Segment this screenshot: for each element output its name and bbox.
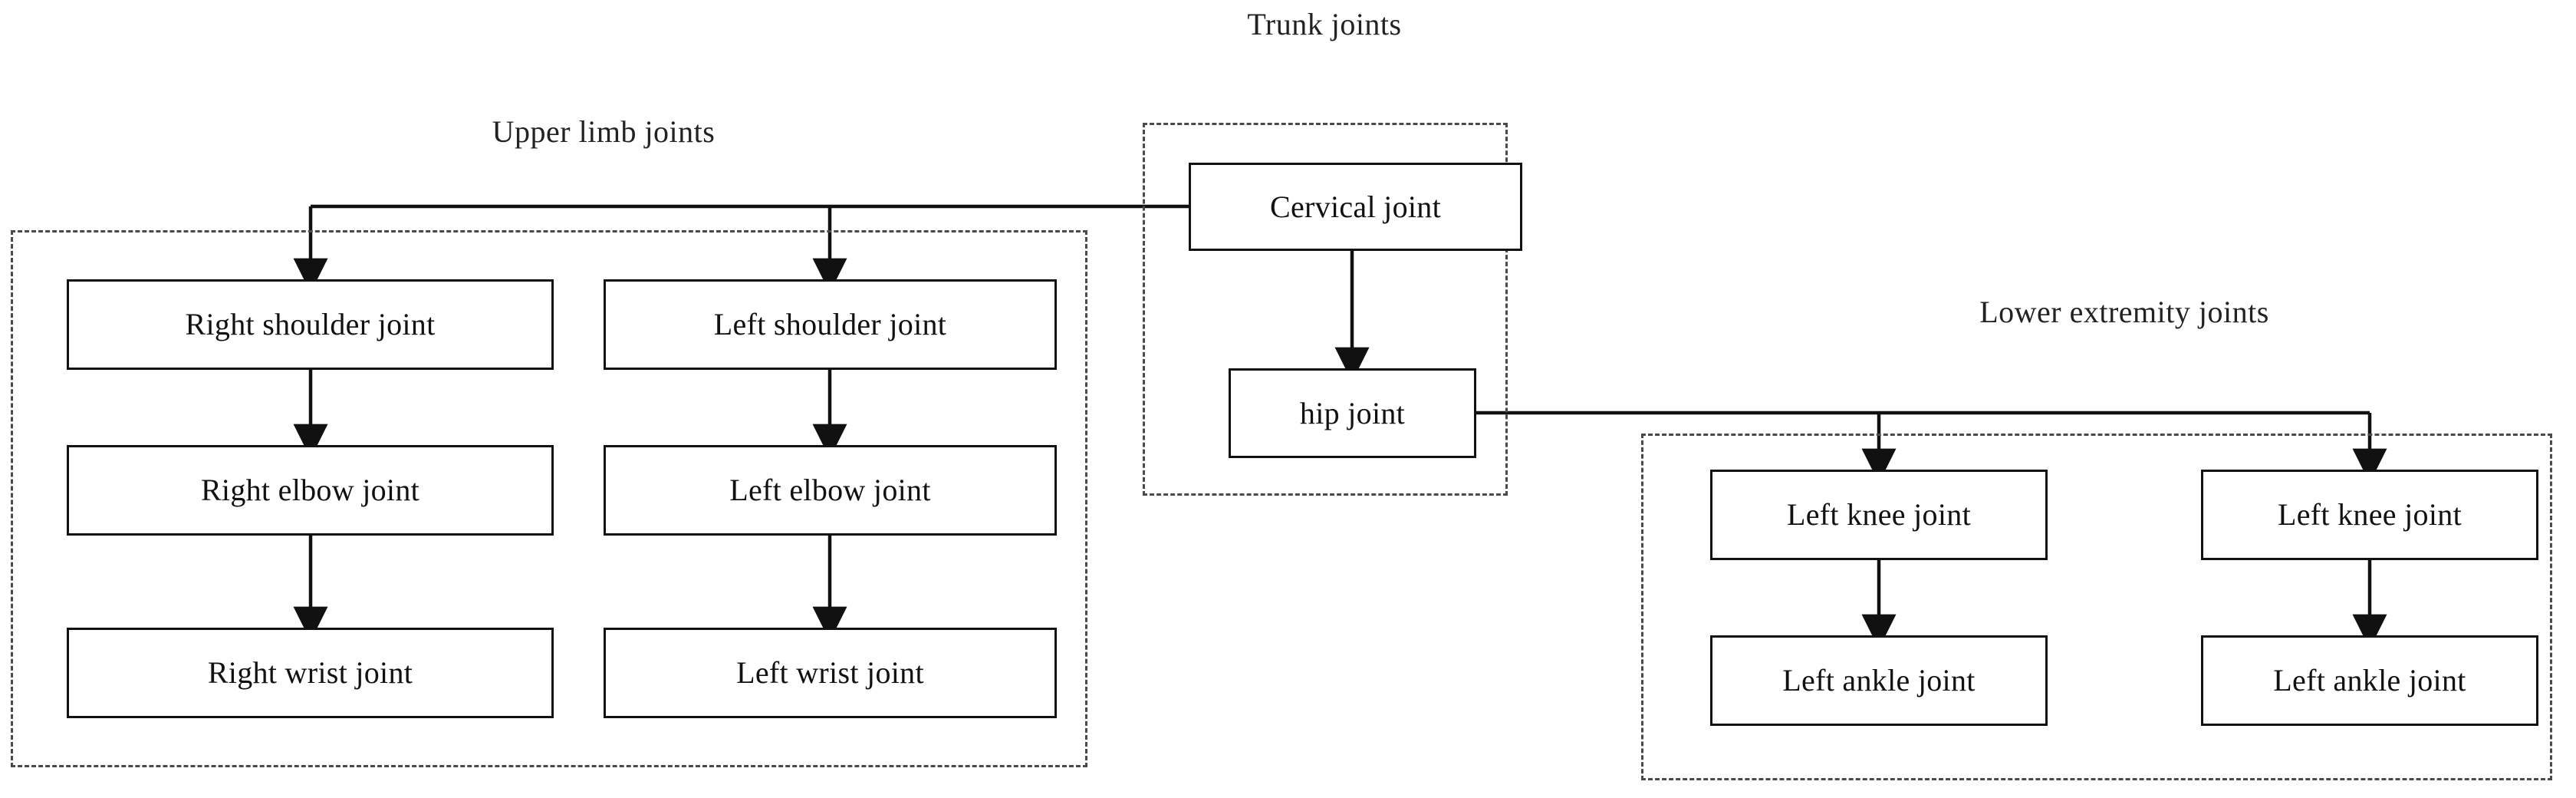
node-right-shoulder-joint[interactable]: Right shoulder joint xyxy=(67,279,554,370)
group-label-lower-extremity-joints: Lower extremity joints xyxy=(1979,295,2269,329)
node-right-wrist-joint[interactable]: Right wrist joint xyxy=(67,628,554,718)
group-upper-limb-joints xyxy=(11,230,1087,767)
group-label-trunk-joints: Trunk joints xyxy=(1247,7,1402,41)
node-left-knee-joint-2[interactable]: Left knee joint xyxy=(2201,470,2538,560)
node-left-ankle-joint-2[interactable]: Left ankle joint xyxy=(2201,635,2538,726)
edge-hip-to-knees xyxy=(1476,411,2387,483)
node-hip-joint[interactable]: hip joint xyxy=(1229,368,1476,458)
node-right-elbow-joint[interactable]: Right elbow joint xyxy=(67,445,554,536)
edge-leg-chains xyxy=(1861,560,2387,649)
node-left-ankle-joint-1[interactable]: Left ankle joint xyxy=(1710,635,2048,726)
node-left-shoulder-joint[interactable]: Left shoulder joint xyxy=(604,279,1057,370)
edge-cervical-to-shoulders xyxy=(293,204,1189,293)
node-cervical-joint[interactable]: Cervical joint xyxy=(1189,163,1522,251)
group-label-upper-limb-joints: Upper limb joints xyxy=(492,114,716,149)
node-left-wrist-joint[interactable]: Left wrist joint xyxy=(604,628,1057,718)
node-left-elbow-joint[interactable]: Left elbow joint xyxy=(604,445,1057,536)
node-left-knee-joint-1[interactable]: Left knee joint xyxy=(1710,470,2048,560)
group-lower-extremity-joints xyxy=(1641,434,2552,780)
group-trunk-joints xyxy=(1143,123,1508,496)
